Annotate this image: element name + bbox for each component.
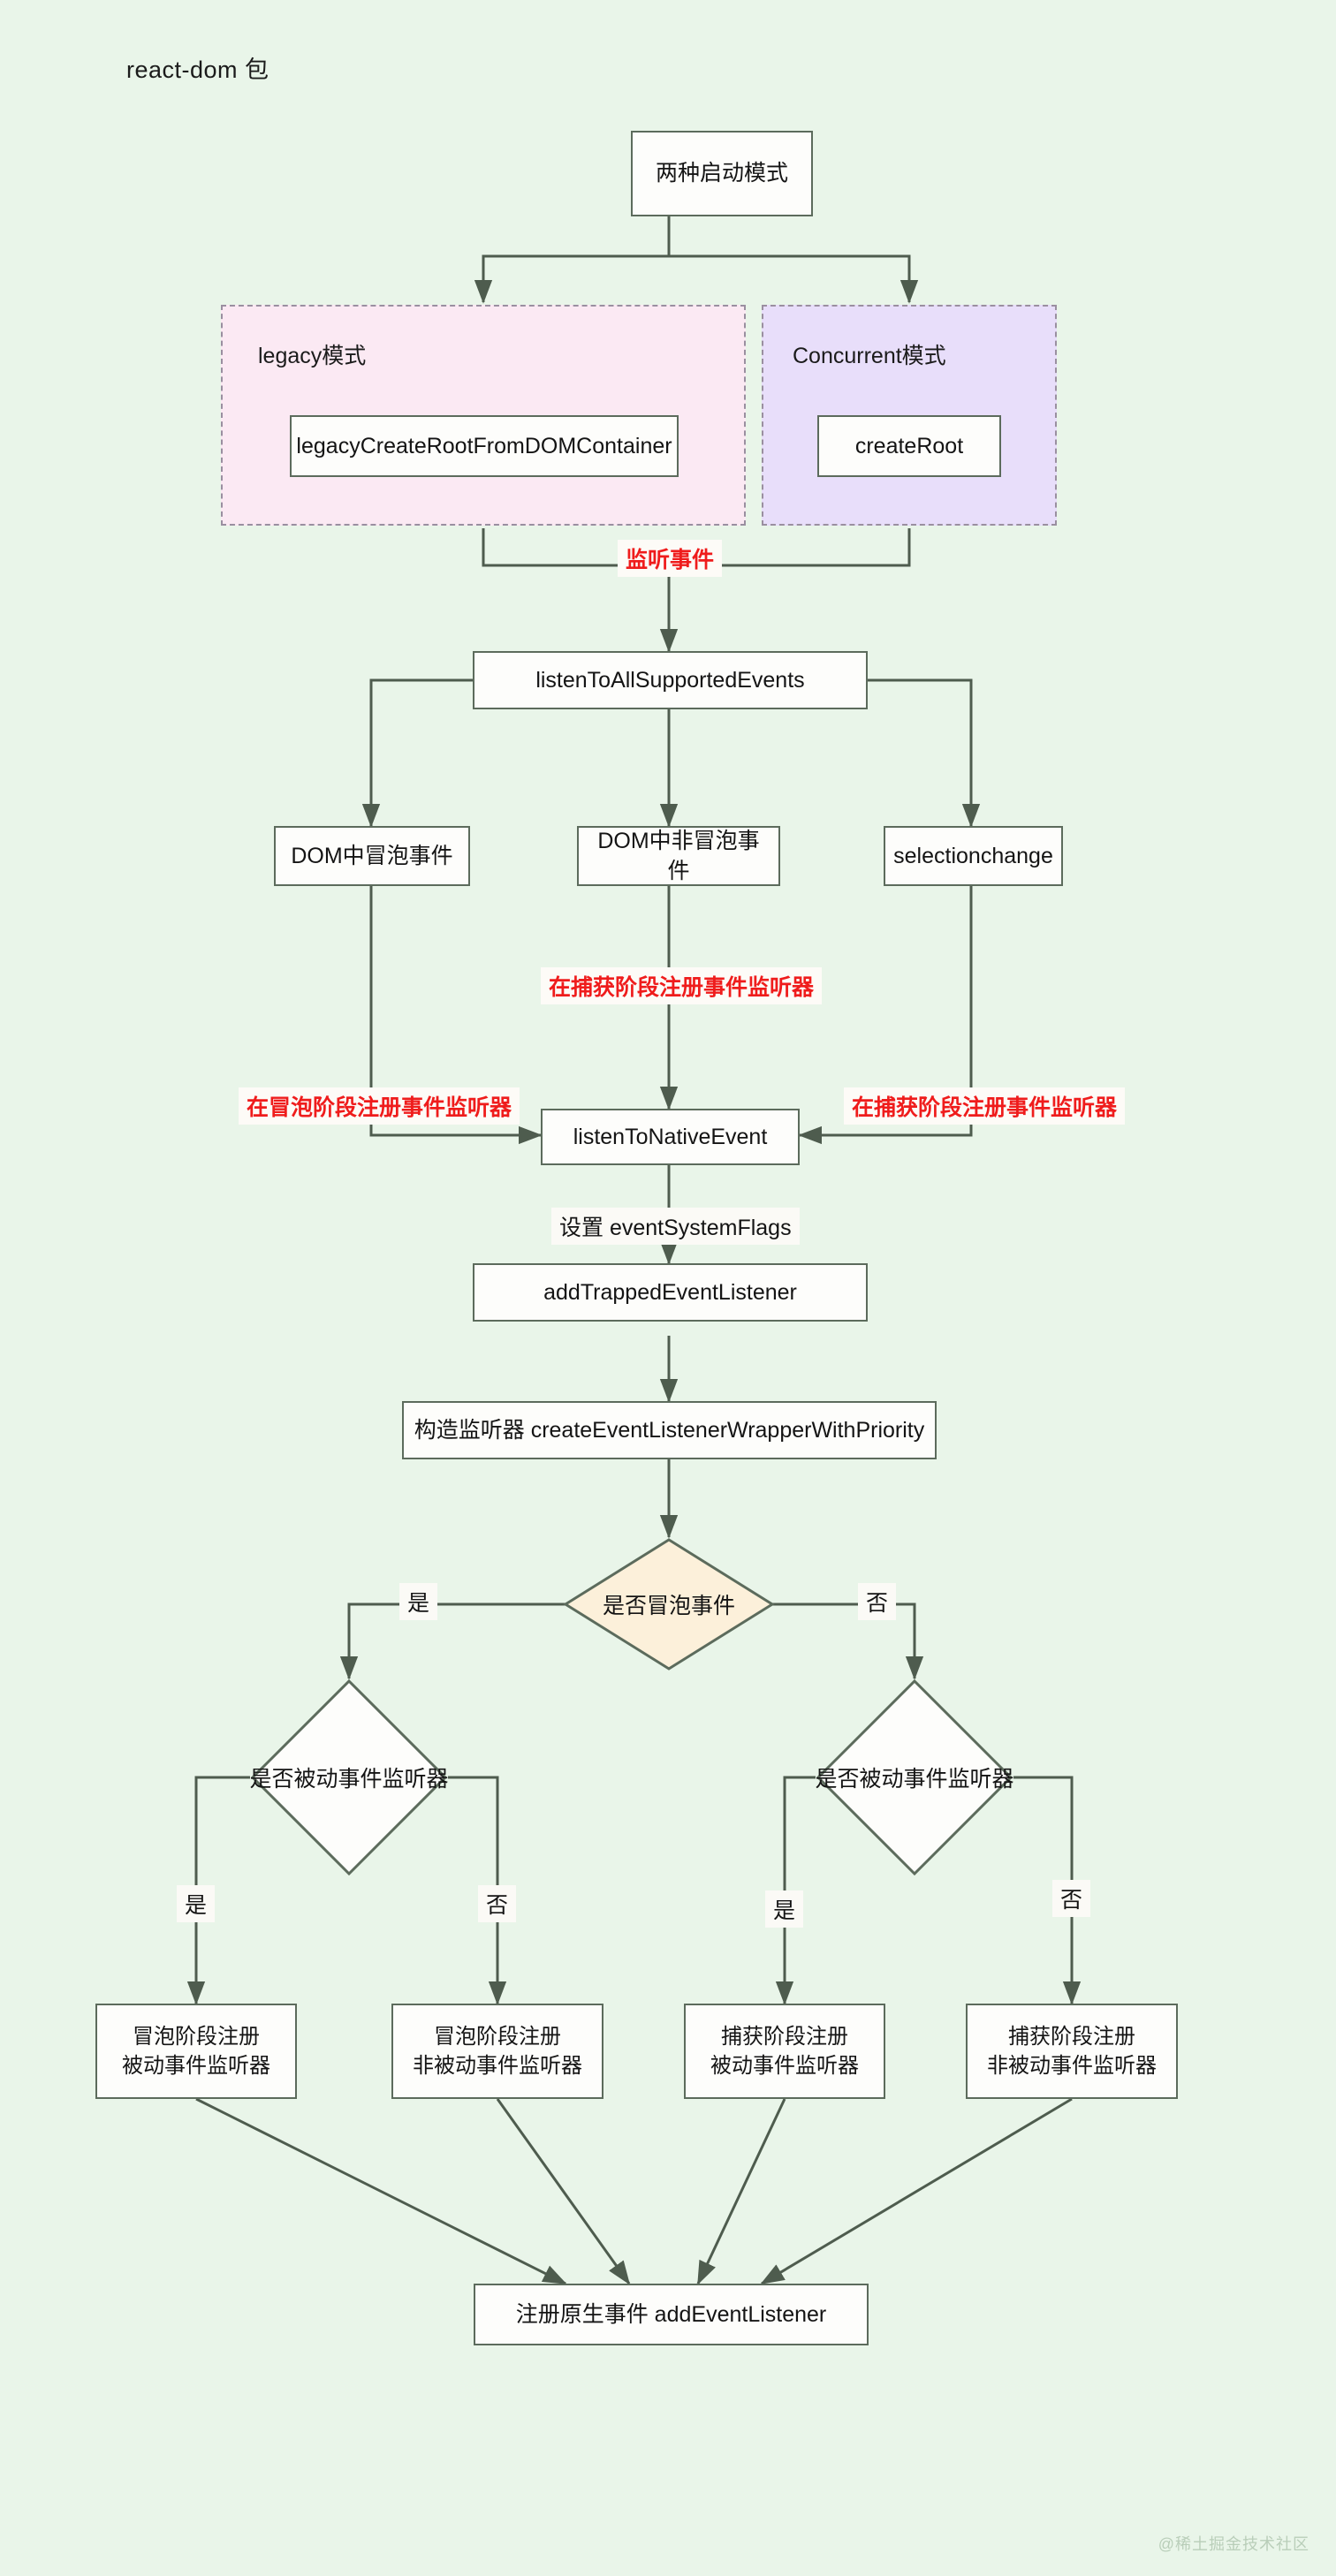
node-add-trapped-event-listener[interactable]: addTrappedEventListener <box>473 1263 868 1322</box>
node-bubble-passive[interactable]: 冒泡阶段注册 被动事件监听器 <box>95 2004 297 2099</box>
edge-label-yes-right: 是 <box>765 1890 804 1928</box>
node-capture-nonpassive-line2: 非被动事件监听器 <box>987 2054 1157 2078</box>
decision-is-passive-listener-right[interactable]: 是否被动事件监听器 <box>815 1678 1014 1876</box>
edge-label-register-capture-mid: 在捕获阶段注册事件监听器 <box>541 967 823 1004</box>
node-bubble-nonpassive-line1: 冒泡阶段注册 <box>434 2024 561 2049</box>
edge-label-yes-left: 是 <box>177 1885 216 1922</box>
edge-label-no-right: 否 <box>1052 1880 1091 1917</box>
decision-is-passive-listener-left-label: 是否被动事件监听器 <box>249 1767 449 1792</box>
edge-label-yes-bubble: 是 <box>399 1583 438 1620</box>
node-listen-to-all-supported-events[interactable]: listenToAllSupportedEvents <box>473 651 868 709</box>
node-capture-nonpassive[interactable]: 捕获阶段注册 非被动事件监听器 <box>966 2004 1178 2099</box>
node-dom-non-bubble-event[interactable]: DOM中非冒泡事件 <box>577 826 780 886</box>
page-title: react-dom 包 <box>126 57 269 83</box>
node-bubble-nonpassive-line2: 非被动事件监听器 <box>413 2054 582 2078</box>
node-selectionchange[interactable]: selectionchange <box>884 826 1063 886</box>
node-final-add-event-listener[interactable]: 注册原生事件 addEventListener <box>474 2284 869 2345</box>
node-dom-bubble-event[interactable]: DOM中冒泡事件 <box>274 826 470 886</box>
edge-label-set-event-system-flags: 设置 eventSystemFlags <box>551 1208 800 1245</box>
decision-is-bubble-event[interactable]: 是否冒泡事件 <box>563 1537 775 1671</box>
decision-is-bubble-event-label: 是否冒泡事件 <box>602 1594 735 1618</box>
node-capture-passive-line1: 捕获阶段注册 <box>721 2024 848 2049</box>
node-capture-passive[interactable]: 捕获阶段注册 被动事件监听器 <box>684 2004 885 2099</box>
node-listen-to-native-event[interactable]: listenToNativeEvent <box>541 1109 800 1165</box>
node-capture-nonpassive-line1: 捕获阶段注册 <box>1008 2024 1135 2049</box>
node-bubble-nonpassive[interactable]: 冒泡阶段注册 非被动事件监听器 <box>391 2004 603 2099</box>
edge-label-register-capture-right: 在捕获阶段注册事件监听器 <box>844 1087 1126 1125</box>
subgraph-legacy-label: legacy模式 <box>258 344 367 368</box>
node-create-event-listener-wrapper[interactable]: 构造监听器 createEventListenerWrapperWithPrio… <box>402 1401 937 1459</box>
decision-is-passive-listener-right-label: 是否被动事件监听器 <box>815 1767 1014 1792</box>
node-legacy-create-root[interactable]: legacyCreateRootFromDOMContainer <box>290 415 679 477</box>
decision-is-passive-listener-left[interactable]: 是否被动事件监听器 <box>249 1678 449 1876</box>
edge-label-register-bubble-left: 在冒泡阶段注册事件监听器 <box>239 1087 520 1125</box>
edge-label-no-left: 否 <box>478 1885 517 1922</box>
node-capture-passive-line2: 被动事件监听器 <box>710 2054 859 2078</box>
watermark: @稀土掘金技术社区 <box>1158 2535 1309 2553</box>
subgraph-concurrent-label: Concurrent模式 <box>793 344 946 368</box>
node-start[interactable]: 两种启动模式 <box>631 131 813 216</box>
edge-label-listen-event: 监听事件 <box>618 540 723 577</box>
edge-label-no-bubble: 否 <box>858 1583 897 1620</box>
node-bubble-passive-line1: 冒泡阶段注册 <box>133 2024 260 2049</box>
node-create-root[interactable]: createRoot <box>817 415 1001 477</box>
node-bubble-passive-line2: 被动事件监听器 <box>122 2054 270 2078</box>
